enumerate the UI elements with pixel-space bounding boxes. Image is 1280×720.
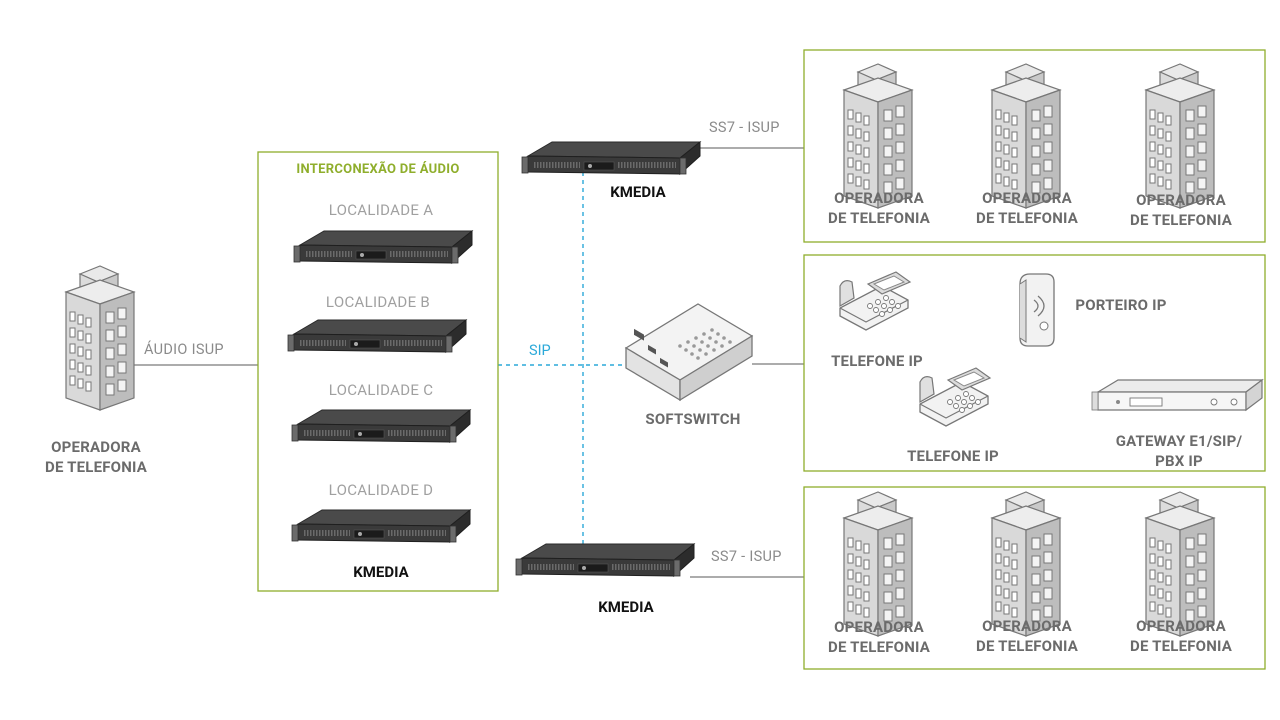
gateway-label: GATEWAY E1/SIP/ PBX IP (1115, 432, 1243, 470)
bottom-operator-2-label: OPERADORA DE TELEFONIA (976, 617, 1078, 655)
rack-server-icon (522, 142, 700, 174)
ip-devices-box (803, 254, 1266, 472)
building-icon (991, 491, 1061, 637)
bottom-operator-3-label: OPERADORA DE TELEFONIA (1130, 617, 1232, 655)
ip-phone-icon (919, 367, 991, 427)
rack-server-icon (516, 544, 694, 576)
sip-label: SIP (529, 342, 551, 359)
location-d-label: LOCALIDADE D (328, 481, 434, 499)
softswitch-label: SOFTSWITCH (645, 410, 741, 428)
kmedia-top-label: KMEDIA (610, 183, 666, 201)
bottom-operator-1-label: OPERADORA DE TELEFONIA (828, 618, 930, 656)
top-operator-1-label: OPERADORA DE TELEFONIA (828, 189, 930, 227)
location-a-label: LOCALIDADE A (328, 201, 434, 219)
top-operator-3-label: OPERADORA DE TELEFONIA (1130, 191, 1232, 229)
left-operator-label: OPERADORA DE TELEFONIA (45, 438, 147, 476)
rack-server-icon (294, 231, 472, 263)
softswitch-icon (624, 303, 754, 402)
building-icon (1145, 63, 1215, 209)
ss7-isup-top-label: SS7 - ISUP (709, 119, 780, 136)
audio-box-title: INTERCONEXÃO DE ÁUDIO (296, 162, 460, 177)
top-operators-box (803, 49, 1266, 243)
bottom-operators-box (803, 486, 1266, 670)
ip-phone-1-label: TELEFONE IP (831, 352, 923, 370)
intercom-icon (1019, 273, 1055, 347)
connection-lines (132, 147, 804, 578)
building-icon (991, 63, 1061, 209)
building-icon (843, 491, 913, 637)
audio-box-kmedia-label: KMEDIA (353, 563, 409, 581)
ip-phone-icon (839, 271, 911, 331)
rack-server-icon (292, 410, 470, 442)
kmedia-bottom-label: KMEDIA (598, 598, 654, 616)
gateway-icon (1091, 378, 1264, 412)
audio-interconnection-box (257, 151, 499, 592)
ip-phone-2-label: TELEFONE IP (907, 447, 999, 465)
rack-server-icon (288, 320, 466, 352)
audio-isup-link-label: ÁUDIO ISUP (144, 341, 224, 358)
sip-lines (498, 172, 628, 548)
intercom-label: PORTEIRO IP (1075, 296, 1167, 314)
location-c-label: LOCALIDADE C (328, 381, 434, 399)
rack-server-icon (292, 510, 470, 542)
ss7-isup-bottom-label: SS7 - ISUP (711, 548, 782, 565)
location-b-label: LOCALIDADE B (325, 293, 431, 311)
building-icon (65, 265, 135, 411)
building-icon (1145, 491, 1215, 637)
top-operator-2-label: OPERADORA DE TELEFONIA (976, 189, 1078, 227)
building-icon (843, 63, 913, 209)
